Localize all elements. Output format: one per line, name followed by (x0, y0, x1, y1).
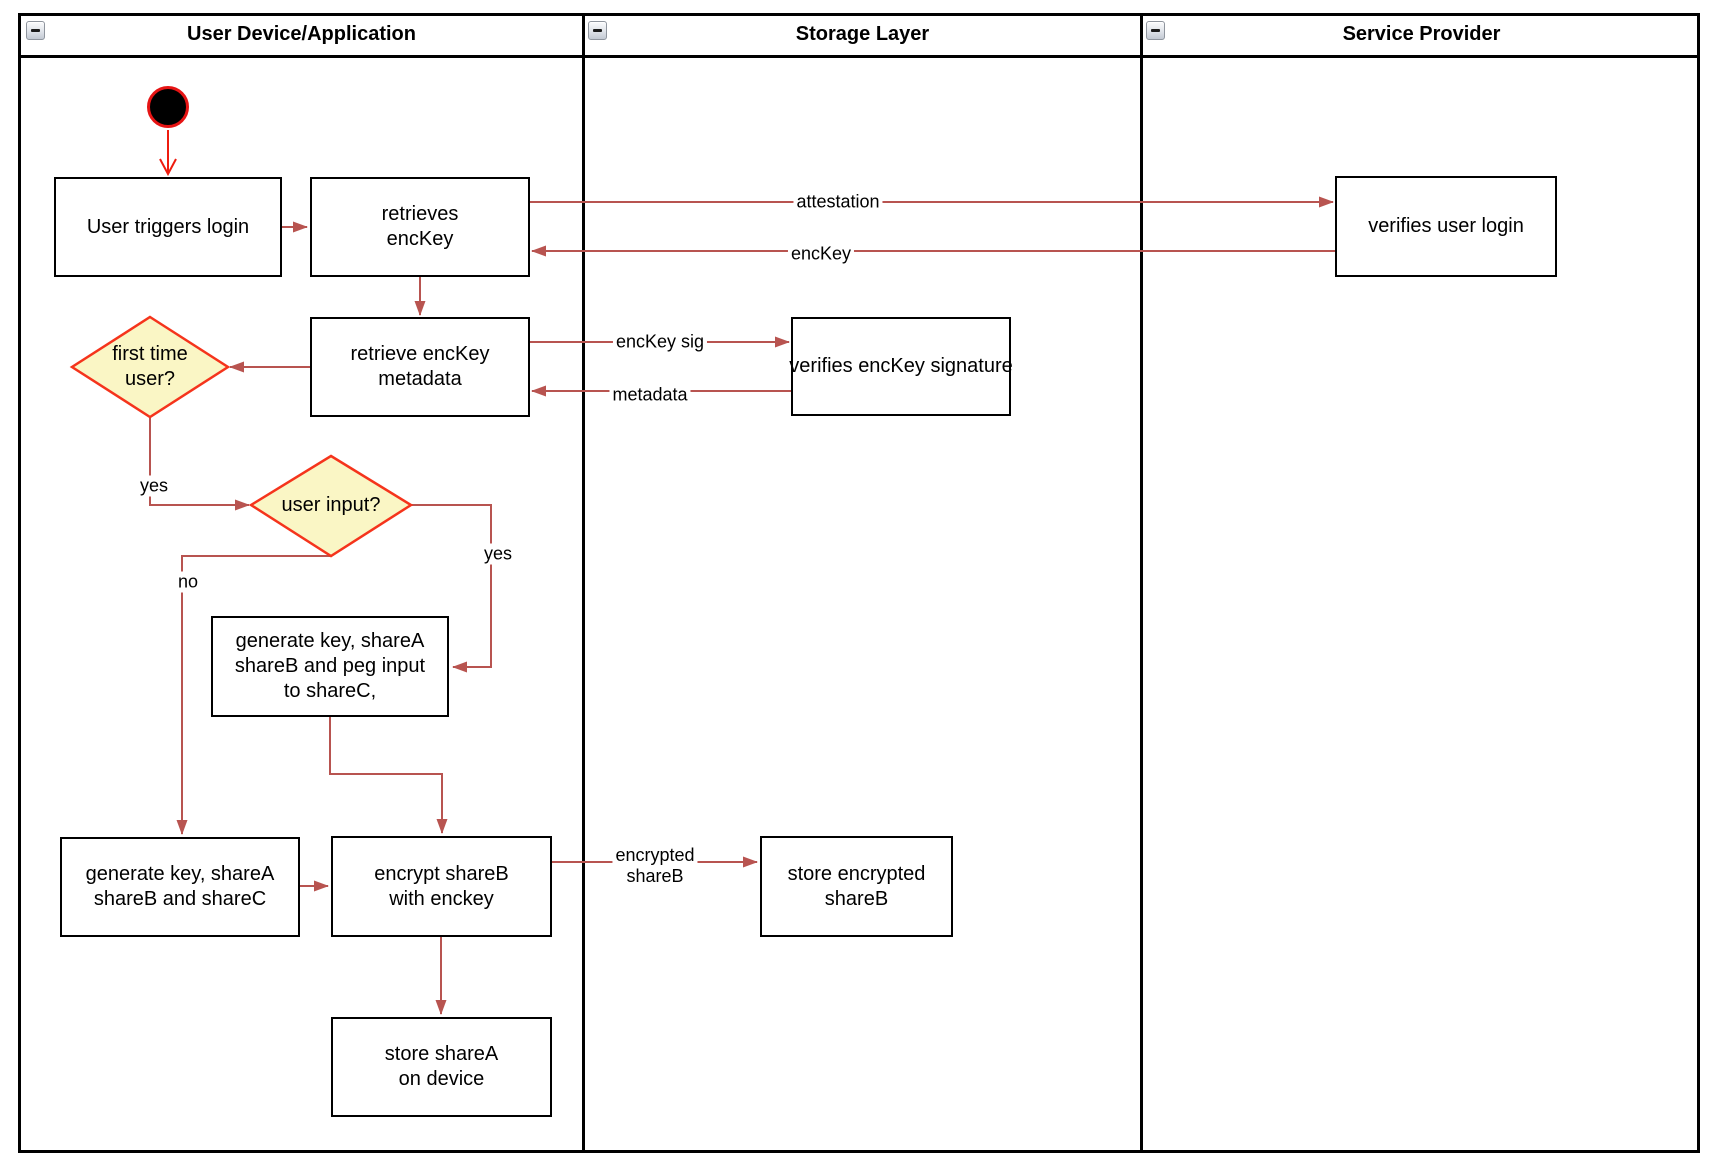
edge-label-yes-first-time: yes (136, 475, 172, 497)
edge-label-yes-user-input: yes (480, 543, 516, 565)
lane-title-service-provider: Service Provider (1342, 23, 1501, 45)
node-store-encrypted-shareb[interactable]: store encrypted shareB (760, 836, 953, 937)
edge-label-attestation: attestation (793, 191, 883, 213)
lane-header-separator (18, 55, 1700, 58)
decision-user-input-label: user input? (281, 494, 381, 516)
collapse-minus-icon[interactable] (1146, 21, 1165, 40)
edge-label-enckey: encKey (787, 243, 855, 265)
lane-title-user-device: User Device/Application (187, 23, 416, 45)
start-node[interactable] (147, 86, 189, 128)
lane-title-storage-layer: Storage Layer (795, 23, 930, 45)
node-retrieve-enckey-metadata[interactable]: retrieve encKey metadata (310, 317, 530, 417)
collapse-minus-icon[interactable] (26, 21, 45, 40)
node-verifies-enckey-signature[interactable]: verifies encKey signature (789, 317, 1013, 416)
node-verifies-user-login[interactable]: verifies user login (1335, 176, 1557, 277)
edge-label-no-user-input: no (174, 571, 202, 593)
node-retrieves-enckey[interactable]: retrieves encKey (310, 177, 530, 277)
decision-first-time-user-label: first time user? (112, 343, 188, 390)
edge-label-encrypted-shareb: encrypted shareB (612, 845, 698, 887)
node-encrypt-shareb[interactable]: encrypt shareB with enckey (331, 836, 552, 937)
node-store-sharea[interactable]: store shareA on device (331, 1017, 552, 1117)
lane-divider-2 (1140, 13, 1143, 1153)
node-user-triggers-login[interactable]: User triggers login (54, 177, 282, 277)
node-generate-key-sharec[interactable]: generate key, shareA shareB and shareC (60, 837, 300, 937)
lane-divider-1 (582, 13, 585, 1153)
node-generate-key-peg-input[interactable]: generate key, shareA shareB and peg inpu… (211, 616, 449, 717)
edge-label-metadata: metadata (609, 384, 691, 406)
collapse-minus-icon[interactable] (588, 21, 607, 40)
edge-label-enckey-sig: encKey sig (612, 331, 708, 353)
